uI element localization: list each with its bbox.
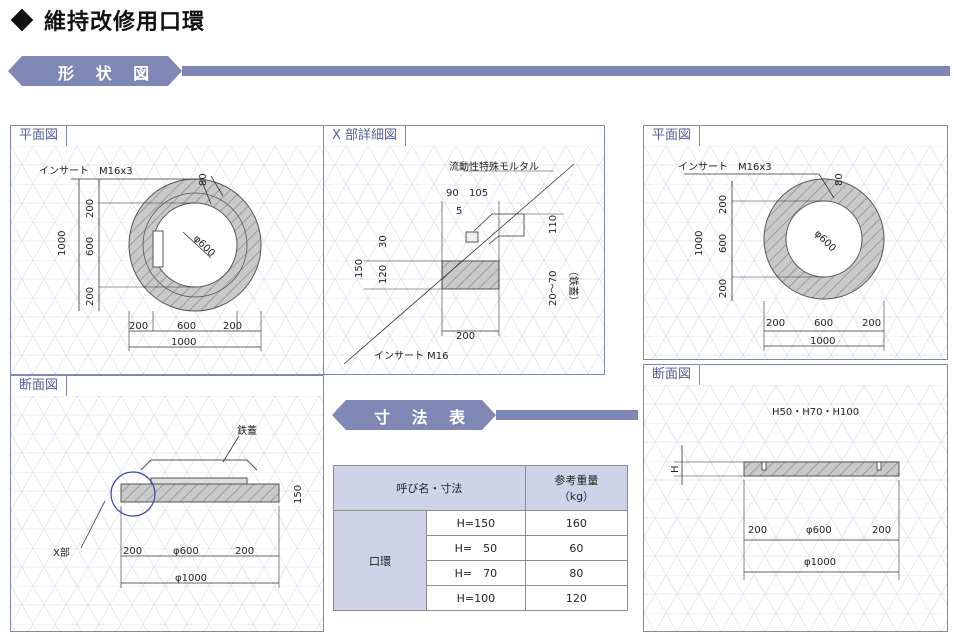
tab-plan-right: 平面図 [644, 126, 701, 146]
plan-left-ring [128, 178, 262, 312]
insert-m16-label: インサート M16 [374, 350, 449, 362]
dim-105: 105 [469, 188, 488, 199]
iron-lid-label: 鉄蓋 [237, 424, 257, 437]
section-left-panel: 鉄蓋 X部 150 200 φ600 200 φ1000 断面図 [10, 375, 324, 632]
iron-lid-paren-label: （鉄蓋） [567, 266, 580, 306]
header-name: 呼び名・寸法 [333, 465, 526, 511]
dim-200-top-right: 200 [718, 195, 729, 214]
tab-detail-x: X 部詳細図 [324, 126, 407, 146]
row-h: H= 50 [426, 535, 526, 561]
dim-20-70: 20～70 [548, 271, 559, 306]
tab-section-right: 断面図 [644, 365, 701, 385]
dim-200-sec-right: 200 [235, 546, 254, 557]
dim-150-sec: 150 [293, 485, 304, 504]
dim-200-sec-r-right: 200 [872, 525, 891, 536]
dimension-section-ribbon: 寸 法 表 [332, 396, 638, 434]
dimension-table: 呼び名・寸法 参考重量 （kg） 口環 H=150 160 H= 50 60 H… [333, 465, 629, 611]
dim-1000-h: 1000 [171, 337, 196, 348]
dim-80-right: 80 [834, 173, 845, 186]
dim-phi600-sec: φ600 [173, 546, 199, 557]
row-w: 80 [524, 560, 629, 586]
row-w: 160 [524, 510, 629, 536]
dim-phi1000-sec-r: φ1000 [804, 557, 836, 568]
row-h: H=100 [426, 585, 526, 611]
dim-600-v: 600 [85, 237, 96, 256]
plan-right-panel: インサート M16x3 φ600 80 1000 200 600 200 200… [643, 125, 948, 360]
dim-120: 120 [378, 265, 389, 284]
dim-90: 90 [446, 188, 459, 199]
row-h: H= 70 [426, 560, 526, 586]
dim-200-left: 200 [129, 321, 148, 332]
mortar-label: 流動性特殊モルタル [449, 160, 539, 173]
dim-200-top: 200 [85, 199, 96, 218]
header-weight-unit: （kg） [558, 490, 595, 503]
dim-200-sec-left: 200 [123, 546, 142, 557]
shape-section-label: 形 状 図 [58, 64, 158, 83]
row-w: 120 [524, 585, 629, 611]
dim-110: 110 [548, 215, 559, 234]
insert-label-right: インサート M16x3 [678, 161, 772, 173]
diamond-icon [10, 8, 34, 32]
header-weight: 参考重量 （kg） [524, 465, 629, 511]
row-h: H=150 [426, 510, 526, 536]
insert-label: インサート M16x3 [39, 165, 133, 177]
shape-section-ribbon: 形 状 図 [8, 52, 952, 90]
page-title: 維持改修用口環 [44, 10, 206, 35]
row-w: 60 [524, 535, 629, 561]
dim-h: H [670, 465, 681, 473]
dim-5: 5 [456, 206, 462, 217]
dim-200-x: 200 [456, 331, 475, 342]
dim-phi1000-sec: φ1000 [175, 573, 207, 584]
dim-200-bottom: 200 [85, 287, 96, 306]
dim-600-h-right: 600 [814, 318, 833, 329]
dim-200-right: 200 [223, 321, 242, 332]
dim-600-h: 600 [177, 321, 196, 332]
page-title-bar: 維持改修用口環 [8, 4, 205, 36]
tab-plan-left: 平面図 [11, 126, 68, 146]
dim-30: 30 [378, 235, 389, 248]
dim-200-right-right: 200 [862, 318, 881, 329]
dim-1000-v-right: 1000 [694, 231, 705, 256]
dimension-section-label: 寸 法 表 [374, 408, 474, 427]
section-right-panel: H50・H70・H100 H 200 φ600 200 φ1000 断面図 [643, 364, 948, 632]
dim-200-sec-r-left: 200 [748, 525, 767, 536]
x-part-label: X部 [53, 546, 70, 559]
h-values-label: H50・H70・H100 [772, 407, 859, 418]
tab-section-left: 断面図 [11, 376, 68, 396]
dim-200-left-right: 200 [766, 318, 785, 329]
dim-phi600-sec-r: φ600 [806, 525, 832, 536]
dim-1000-v: 1000 [57, 231, 68, 256]
row-name: 口環 [333, 510, 427, 611]
dim-1000-h-right: 1000 [810, 336, 835, 347]
dim-80: 80 [198, 173, 209, 186]
plan-left-panel: インサート M16x3 φ600 80 1000 200 600 200 200… [10, 125, 324, 375]
dim-200-bottom-right: 200 [718, 279, 729, 298]
header-weight-label: 参考重量 [554, 474, 599, 487]
dim-600-v-right: 600 [718, 234, 729, 253]
detail-x-panel: 流動性特殊モルタル 90 105 5 30 150 120 110 （鉄蓋） 2… [323, 125, 605, 375]
dim-150: 150 [354, 259, 365, 278]
